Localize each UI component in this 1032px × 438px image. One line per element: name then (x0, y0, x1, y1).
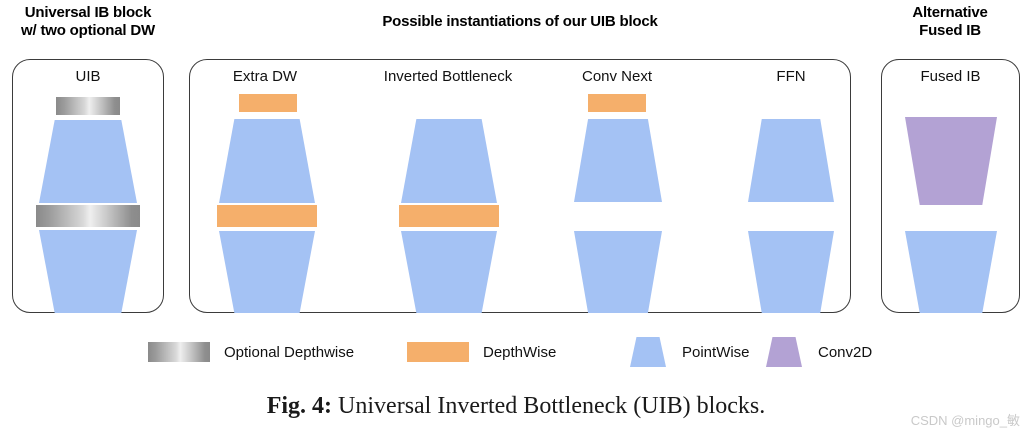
block-label-inverted-bottleneck: Inverted Bottleneck (383, 68, 513, 85)
block-ffn[interactable]: FFN (736, 59, 846, 313)
legend-swatch-conv2d (766, 337, 802, 367)
layer-pointwise-project (905, 231, 997, 313)
group-title-alternative-fused-ib: Alternative Fused IB (912, 4, 988, 39)
legend-label-depthwise: DepthWise (483, 343, 557, 361)
block-label-conv-next: Conv Next (581, 68, 653, 85)
layer-optional-depthwise-top (56, 97, 120, 115)
figure-caption-prefix: Fig. 4: (266, 393, 333, 419)
block-label-fused-ib: Fused IB (920, 68, 981, 85)
layer-pointwise-expand (401, 119, 497, 203)
legend-item-pointwise: PointWise (630, 333, 750, 371)
layer-pointwise-project (574, 231, 662, 313)
legend-item-optional-depthwise: Optional Depthwise (148, 333, 354, 371)
block-extra-dw[interactable]: Extra DW (196, 59, 334, 313)
legend-item-conv2d: Conv2D (766, 333, 872, 371)
layer-pointwise-project (401, 231, 497, 313)
layer-depthwise-mid (217, 205, 317, 227)
group-title-universal-ib: Universal IB block w/ two optional DW (21, 4, 155, 39)
block-label-ffn: FFN (776, 68, 806, 85)
block-label-uib: UIB (75, 68, 101, 85)
group-title-instantiations: Possible instantiations of our UIB block (382, 13, 658, 30)
block-label-extra-dw: Extra DW (232, 68, 298, 85)
layer-pointwise-project (748, 231, 834, 313)
watermark: CSDN @mingo_敏 (910, 413, 1020, 428)
layer-pointwise-expand (39, 120, 137, 203)
legend: Optional Depthwise DepthWise PointWise C… (0, 333, 1032, 371)
legend-item-depthwise: DepthWise (407, 333, 556, 371)
block-conv-next[interactable]: Conv Next (556, 59, 678, 313)
block-fused-ib[interactable]: Fused IB (881, 59, 1020, 313)
legend-label-pointwise: PointWise (682, 343, 750, 361)
layer-conv2d-expand (905, 117, 997, 205)
legend-swatch-optional-depthwise (148, 342, 210, 362)
legend-swatch-depthwise (407, 342, 469, 362)
legend-label-optional-depthwise: Optional Depthwise (224, 343, 355, 361)
legend-swatch-pointwise (630, 337, 666, 367)
block-inverted-bottleneck[interactable]: Inverted Bottleneck (375, 59, 521, 313)
layer-depthwise-mid (399, 205, 499, 227)
layer-depthwise-top (588, 94, 646, 112)
layer-depthwise-top (239, 94, 297, 112)
layer-pointwise-project (39, 230, 137, 313)
block-uib[interactable]: UIB (12, 59, 164, 313)
layer-pointwise-expand (574, 119, 662, 202)
layer-pointwise-expand (219, 119, 315, 203)
layer-pointwise-project (219, 231, 315, 313)
layer-optional-depthwise-mid (36, 205, 140, 227)
layer-pointwise-expand (748, 119, 834, 202)
legend-label-conv2d: Conv2D (818, 343, 873, 361)
figure-caption-text: Universal Inverted Bottleneck (UIB) bloc… (338, 393, 766, 419)
figure-caption: Fig. 4: Universal Inverted Bottleneck (U… (0, 393, 1032, 420)
